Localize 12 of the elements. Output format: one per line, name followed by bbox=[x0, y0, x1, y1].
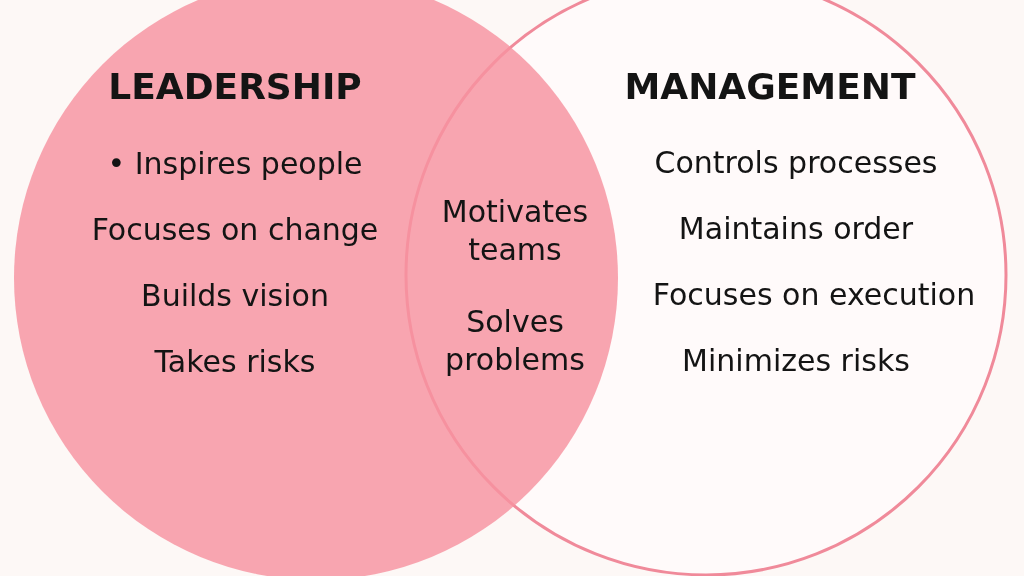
list-item: Focuses on change bbox=[91, 212, 379, 248]
list-item: Maintains order bbox=[678, 211, 914, 247]
list-item: Takes risks bbox=[154, 344, 316, 380]
list-item: Builds vision bbox=[141, 278, 329, 314]
list-item: Focuses on execution bbox=[652, 277, 976, 313]
circle-heading: MANAGEMENT bbox=[624, 66, 916, 108]
overlap-text: Motivates teams bbox=[440, 193, 590, 269]
list-item: • Inspires people bbox=[107, 146, 363, 182]
list-item: Controls processes bbox=[654, 145, 938, 181]
list-item: Minimizes risks bbox=[682, 343, 910, 379]
overlap-text: Solves problems bbox=[444, 303, 586, 379]
circle-heading: LEADERSHIP bbox=[108, 66, 362, 108]
